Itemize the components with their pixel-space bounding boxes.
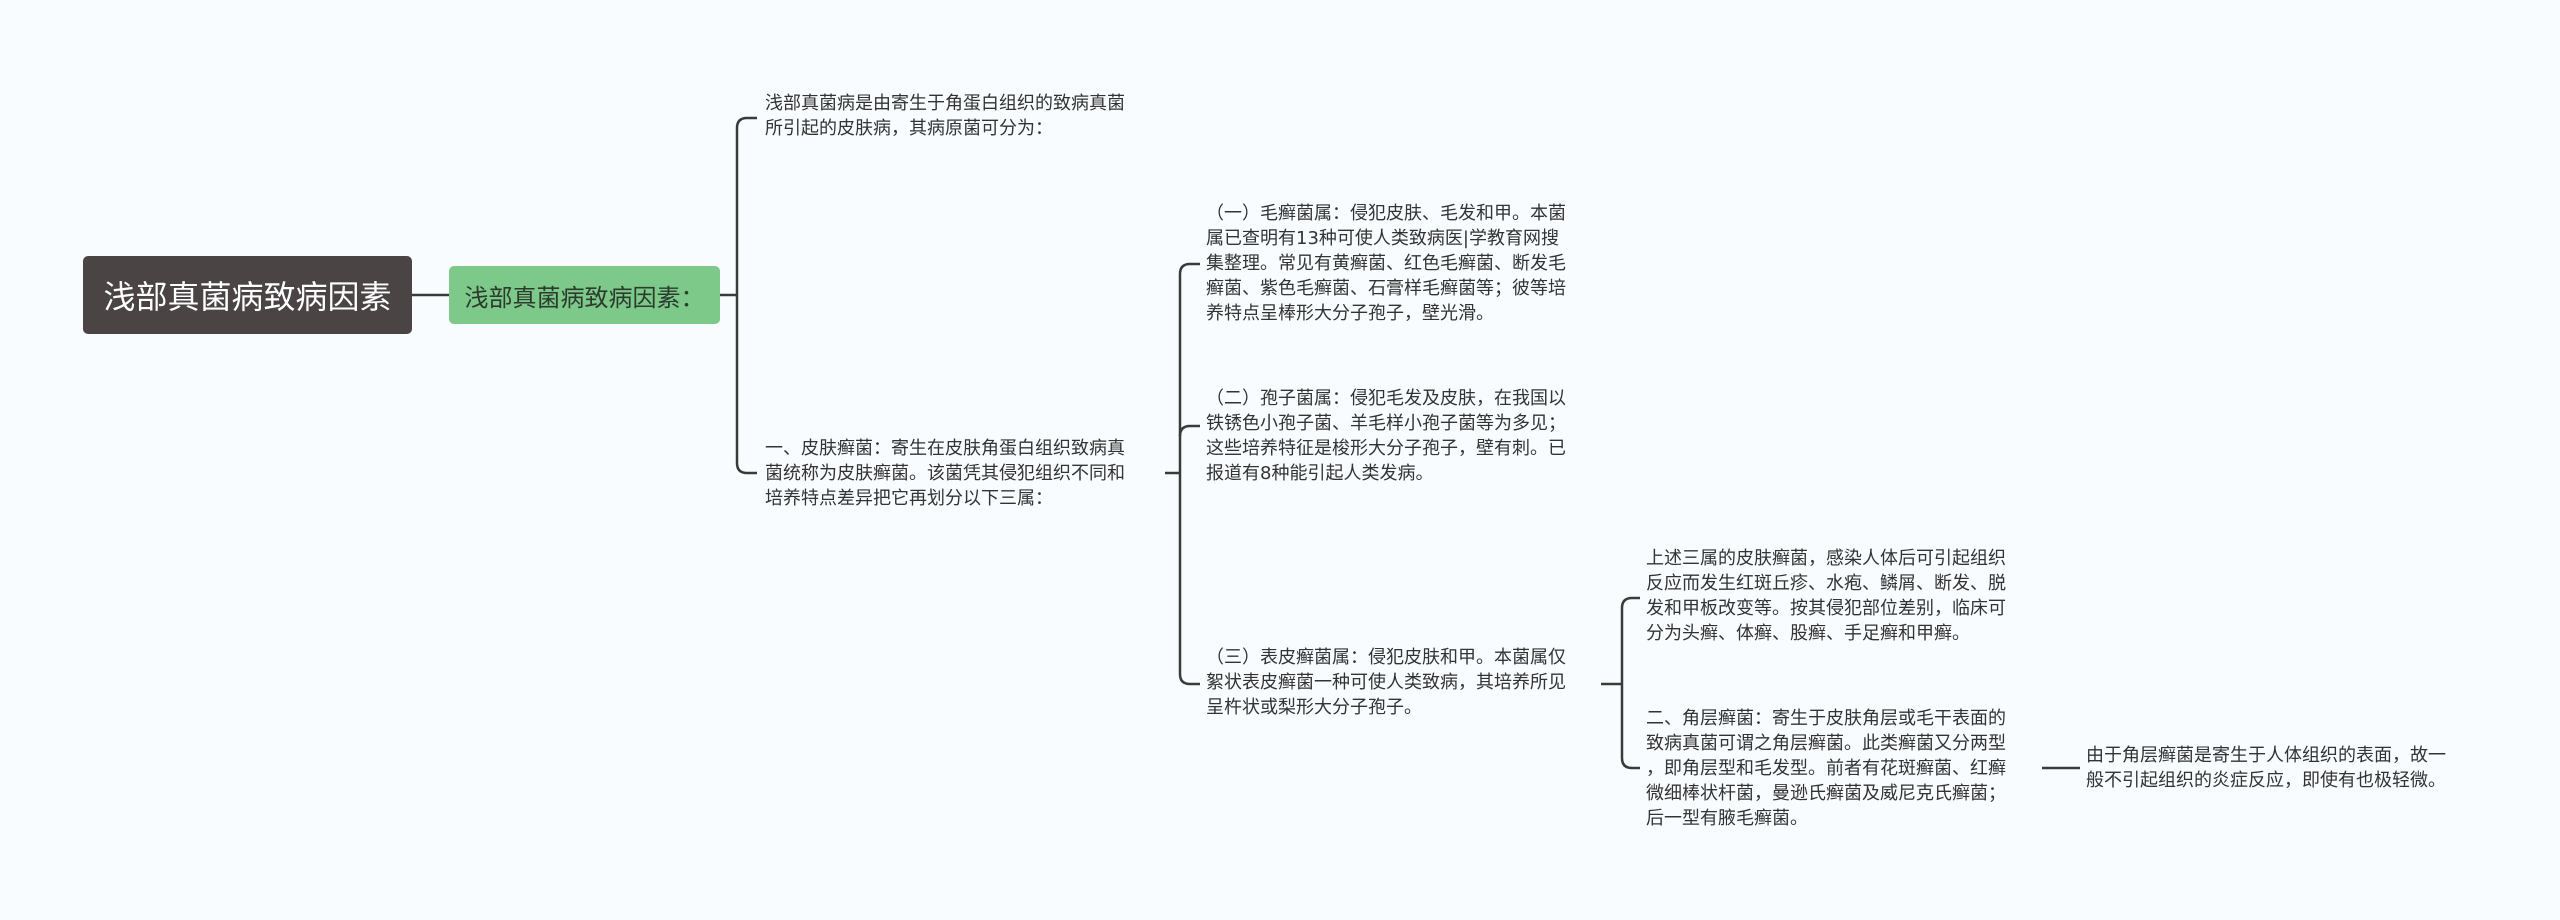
dermatophyte-topic[interactable]: 一、皮肤癣菌：寄生在皮肤角蛋白组织致病真 菌统称为皮肤癣菌。该菌凭其侵犯组织不同… [765,438,1125,509]
link-derm-tricho [1178,262,1200,473]
link-epider-summary [1620,596,1640,684]
keratophyte-note-topic[interactable]: 由于角层癣菌是寄生于人体组织的表面，故一 般不引起组织的炎症反应，即使有也极轻微… [2086,745,2446,791]
link-derm-epider [1178,473,1200,686]
trichophyton-topic[interactable]: （一）毛癣菌属：侵犯皮肤、毛发和甲。本菌 属已查明有13种可使人类致病医|学教育… [1206,203,1566,324]
summary-topic[interactable]: 上述三属的皮肤癣菌，感染人体后可引起组织 反应而发生红斑丘疹、水疱、鳞屑、断发、… [1646,548,2006,644]
link-level1-derm [735,295,757,475]
epidermophyton-topic[interactable]: （三）表皮癣菌属：侵犯皮肤和甲。本菌属仅 絮状表皮癣菌一种可使人类致病，其培养所… [1206,647,1566,718]
microsporum-topic[interactable]: （二）孢子菌属：侵犯毛发及皮肤，在我国以 铁锈色小孢子菌、羊毛样小孢子菌等为多见… [1206,388,1566,484]
keratophyte-topic[interactable]: 二、角层癣菌：寄生于皮肤角层或毛干表面的 致病真菌可谓之角层癣菌。此类癣菌又分两… [1646,708,2006,829]
link-level1-intro [735,116,757,295]
link-derm-micro [1178,424,1200,437]
main-branch-topic[interactable]: 浅部真菌病致病因素： [449,266,720,324]
root-topic[interactable]: 浅部真菌病致病因素 [83,256,412,334]
intro-topic[interactable]: 浅部真菌病是由寄生于角蛋白组织的致病真菌 所引起的皮肤病，其病原菌可分为： [765,93,1125,139]
link-epider-kerat [1620,684,1640,770]
